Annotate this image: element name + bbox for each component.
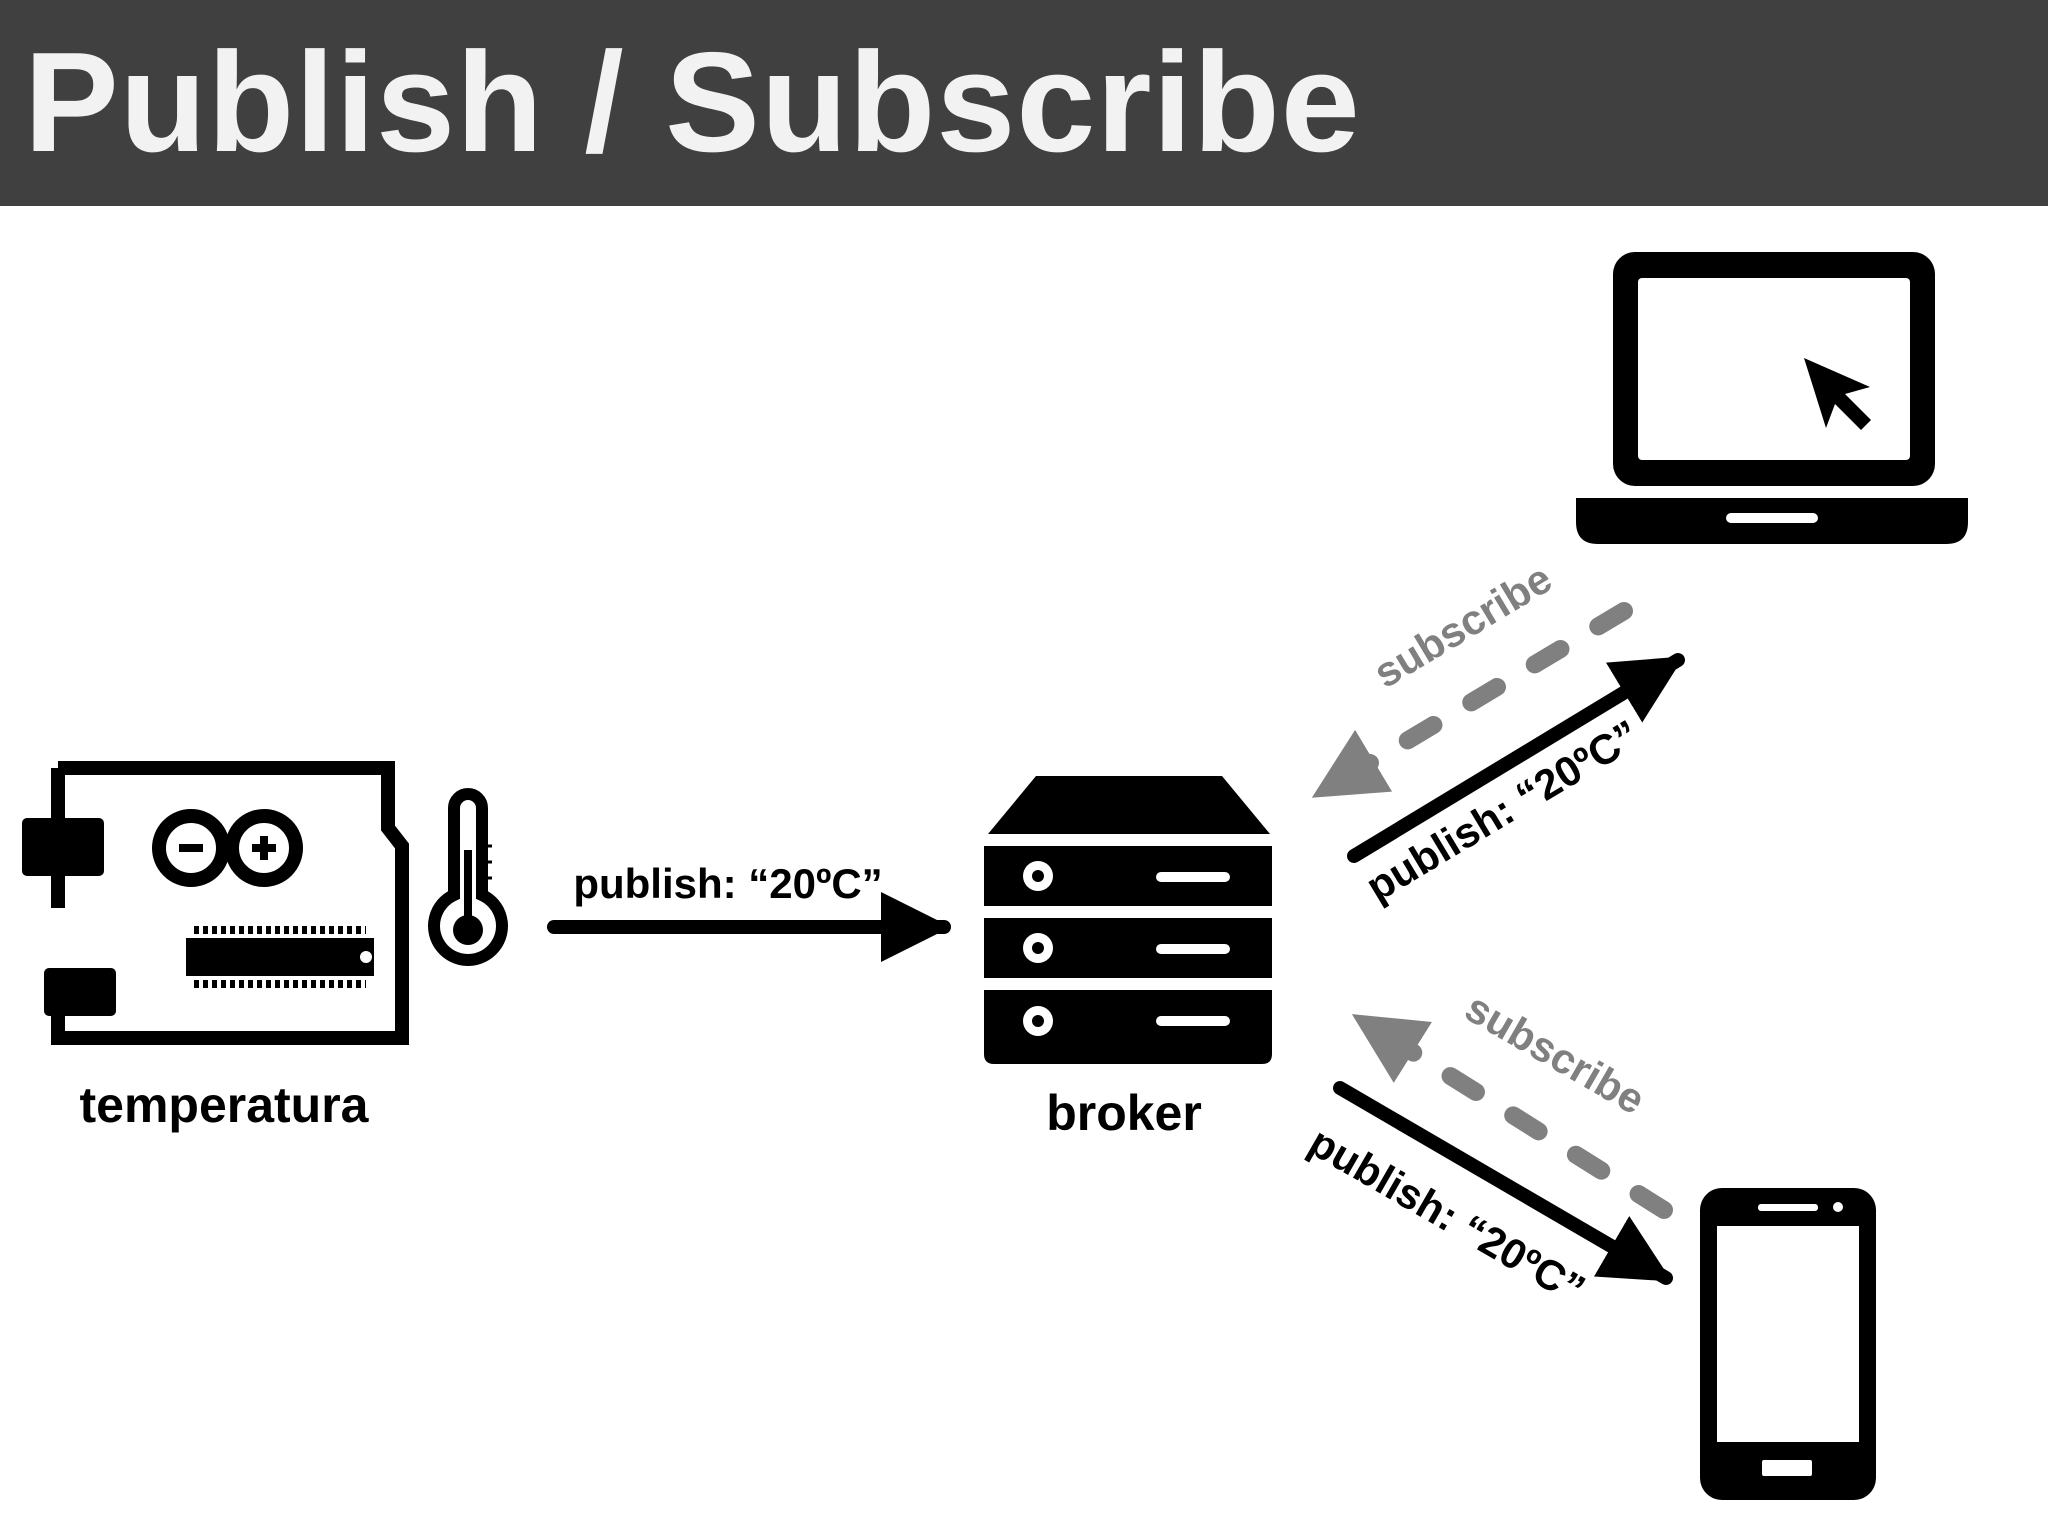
server-icon (984, 776, 1272, 1064)
publish-arrow-broker-phone (1333, 1081, 1673, 1285)
arduino-logo-icon (152, 809, 303, 887)
page-title: Publish / Subscribe (24, 23, 1361, 182)
title-bar: Publish / Subscribe (0, 0, 2048, 206)
laptop-icon (1576, 252, 1968, 544)
publish-label-sensor-broker: publish: “20ºC” (573, 860, 882, 907)
cursor-icon (1804, 358, 1871, 430)
smartphone-icon (1700, 1188, 1876, 1500)
chip-icon (186, 926, 374, 988)
broker-label: broker (1046, 1085, 1202, 1141)
subscribe-label-phone: subscribe (1458, 983, 1653, 1123)
subscribe-label-laptop: subscribe (1365, 554, 1559, 696)
subscribe-arrow-phone-broker (1349, 1009, 1673, 1219)
thermometer-icon (428, 788, 508, 966)
arduino-board-icon (22, 761, 409, 1045)
pubsub-diagram: temperatura broker publish: “20ºC” publi… (22, 252, 1968, 1500)
sensor-label: temperatura (80, 1077, 370, 1133)
subscribe-arrow-laptop-broker (1309, 602, 1633, 803)
publish-arrow-broker-laptop (1347, 653, 1685, 863)
